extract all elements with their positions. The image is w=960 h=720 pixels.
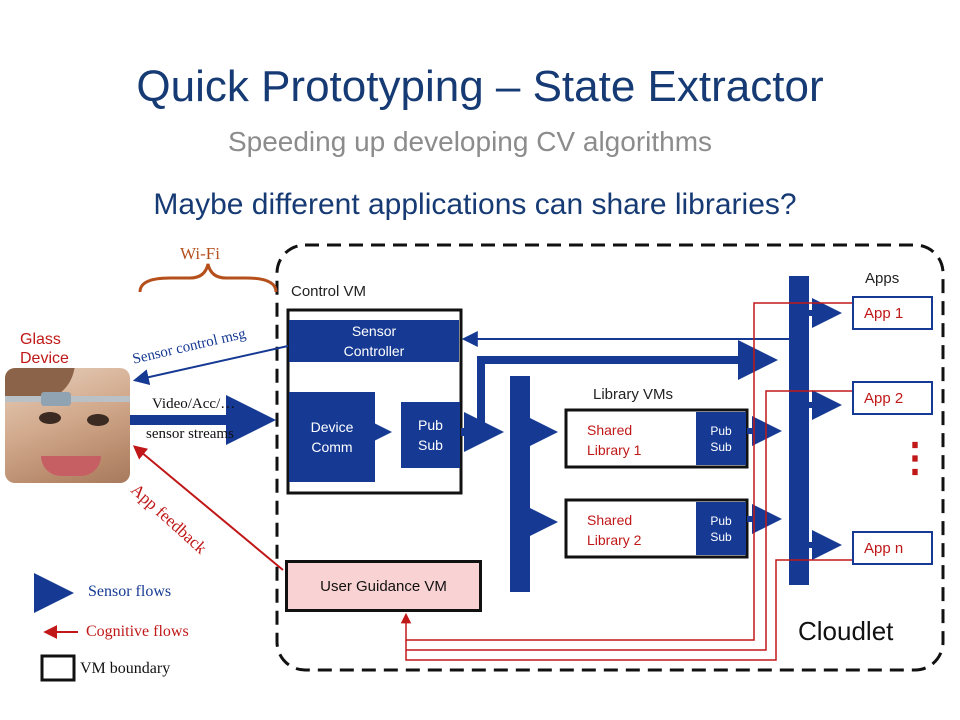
slide-question: Maybe different applications can share l… <box>153 188 797 221</box>
control-vm-label: Control VM <box>291 283 367 300</box>
shared-library-2-label: Shared Library 2 <box>587 512 642 548</box>
user-guidance-vm-box: User Guidance VM <box>285 560 482 612</box>
app-2-box: App 2 <box>852 381 933 415</box>
cloudlet-label: Cloudlet <box>798 616 894 646</box>
legend-cognitive-flows: Cognitive flows <box>86 623 189 640</box>
glass-device-label: Glass Device <box>20 331 69 367</box>
wifi-label: Wi-Fi <box>180 244 220 263</box>
legend-sensor-flows: Sensor flows <box>88 583 172 600</box>
device-comm-box: Device Comm <box>289 392 375 482</box>
control-pub-sub-box: Pub Sub <box>401 402 460 468</box>
library-bus <box>510 376 530 592</box>
library-2-pub-sub-box: Pub Sub <box>696 502 746 555</box>
sensor-controller-box: Sensor Controller <box>289 320 459 362</box>
app-1-box: App 1 <box>852 296 933 330</box>
app-bus <box>789 276 809 585</box>
video-acc-label: Video/Acc/… <box>152 396 236 412</box>
apps-label: Apps <box>865 270 900 287</box>
library-vms-label: Library VMs <box>593 386 674 403</box>
library-vm-1-boundary <box>564 408 749 469</box>
slide-title: Quick Prototyping – State Extractor <box>136 62 824 111</box>
shared-library-1-label: Shared Library 1 <box>587 422 642 458</box>
legend-vm-boundary: VM boundary <box>80 660 171 677</box>
library-vm-2-boundary <box>564 498 749 559</box>
control-vm-boundary <box>286 308 463 495</box>
sensor-streams-label: sensor streams <box>146 426 234 442</box>
glass-device-photo <box>5 368 130 483</box>
slide-subtitle: Speeding up developing CV algorithms <box>227 126 713 157</box>
legend-vm-boundary-box <box>40 654 76 682</box>
cloudlet-boundary <box>275 243 945 672</box>
wifi-brace <box>138 263 278 293</box>
app-n-box: App n <box>852 531 933 565</box>
apps-ellipsis: ⋮ <box>895 436 935 480</box>
library-1-pub-sub-box: Pub Sub <box>696 412 746 465</box>
